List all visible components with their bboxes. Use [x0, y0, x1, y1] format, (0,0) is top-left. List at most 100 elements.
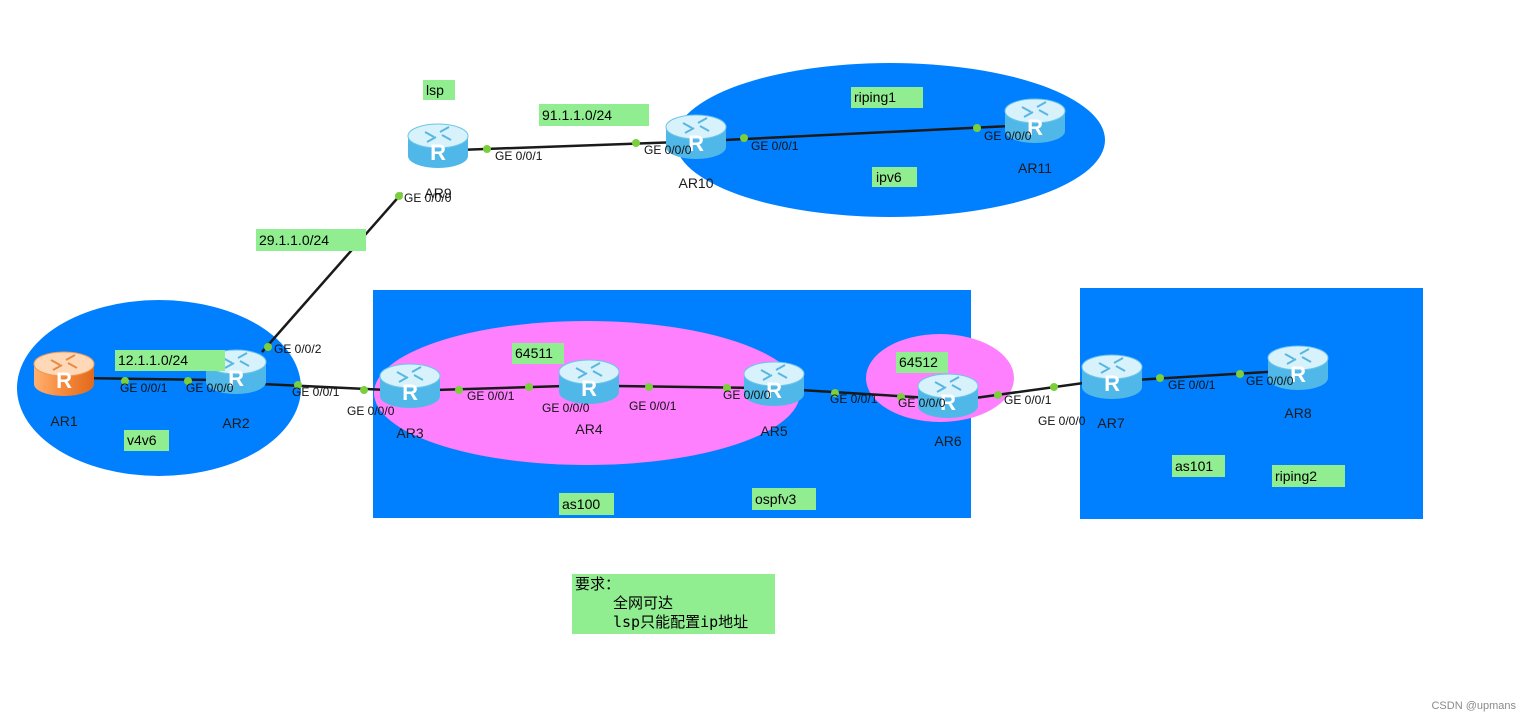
port-label-ar7-g000: GE 0/0/0 — [1038, 414, 1086, 428]
router-ar1[interactable] — [33, 351, 95, 397]
link-ar2-ar9 — [261, 192, 403, 353]
tag-ospfv3: ospfv3 — [755, 491, 796, 507]
tag-as101: as101 — [1175, 458, 1213, 474]
link-ar5-ar6 — [799, 388, 931, 400]
router-ar4[interactable] — [558, 359, 620, 405]
port-dot — [723, 384, 731, 392]
tag-bg — [124, 430, 169, 451]
port-label-ar4-g001: GE 0/0/1 — [629, 399, 677, 413]
area-as101 — [1080, 288, 1423, 519]
port-dot — [294, 381, 302, 389]
router-icon — [1081, 354, 1143, 400]
tag-bg — [1172, 455, 1225, 477]
link-ar9-ar10 — [457, 140, 681, 152]
port-label-ar2-g002: GE 0/0/2 — [274, 342, 322, 356]
port-label-ar5-g001: GE 0/0/1 — [830, 392, 878, 406]
tag-riping1: riping1 — [854, 89, 896, 105]
port-dot — [831, 389, 839, 397]
port-dot — [525, 383, 533, 391]
note-heading: 要求： — [575, 575, 621, 593]
port-dot — [1050, 383, 1058, 391]
port-label-ar2-g001: GE 0/0/1 — [292, 385, 340, 399]
port-dot — [1236, 370, 1244, 378]
tag-64512: 64512 — [899, 354, 938, 370]
router-name-ar11: AR11 — [1018, 160, 1052, 176]
tag-lsp: lsp — [426, 82, 444, 98]
router-ar3[interactable] — [379, 363, 441, 409]
tag-bg — [512, 343, 564, 364]
router-name-ar9: AR9 — [424, 185, 451, 201]
tag-bg — [851, 87, 923, 108]
requirements-note: 要求： 全网可达 lsp只能配置ip地址 — [572, 574, 775, 634]
port-dot — [645, 383, 653, 391]
port-dot — [740, 134, 748, 142]
port-dots — [121, 124, 1244, 401]
tag-bg — [115, 350, 225, 371]
port-label-ar3-g001: GE 0/0/1 — [467, 389, 515, 403]
port-label-ar8-g000: GE 0/0/0 — [1246, 374, 1294, 388]
port-label-ar6-g000: GE 0/0/0 — [898, 396, 946, 410]
tag-bg — [752, 488, 816, 510]
watermark: CSDN @upmans — [1431, 700, 1516, 712]
link-ar10-ar11 — [724, 124, 1011, 142]
port-label-ar10-g001: GE 0/0/1 — [751, 139, 799, 153]
tag-riping2: riping2 — [1275, 468, 1317, 484]
port-label-ar9-g000: GE 0/0/0 — [404, 191, 452, 205]
tag-subnet-91: 91.1.1.0/24 — [542, 107, 612, 123]
tag-bg — [872, 167, 917, 187]
router-name-ar2: AR2 — [222, 415, 249, 431]
router-icon-orange — [33, 351, 95, 397]
router-name-ar6: AR6 — [934, 433, 961, 449]
tag-64511: 64511 — [515, 345, 553, 361]
port-label-ar1-g001: GE 0/0/1 — [120, 381, 168, 395]
area-riping1-ipv6 — [675, 63, 1105, 217]
port-dot — [360, 386, 368, 394]
port-dot — [897, 393, 905, 401]
port-label-ar4-g000: GE 0/0/0 — [542, 401, 590, 415]
port-dot — [455, 386, 463, 394]
note-line-2: lsp只能配置ip地址 — [613, 613, 749, 631]
port-dot — [184, 377, 192, 385]
port-dot — [994, 391, 1002, 399]
port-label-ar3-g000: GE 0/0/0 — [347, 404, 395, 418]
area-v4v6 — [17, 300, 301, 476]
router-name-ar5: AR5 — [760, 423, 787, 439]
router-name-ar4: AR4 — [575, 421, 602, 437]
tag-bg — [256, 229, 366, 251]
port-label-ar2-g000: GE 0/0/0 — [186, 381, 234, 395]
tag-bg — [1272, 465, 1345, 487]
link-ar4-ar5 — [614, 384, 761, 390]
tag-v4v6: v4v6 — [127, 432, 157, 448]
port-label-ar11-g000: GE 0/0/0 — [984, 129, 1032, 143]
note-line-1: 全网可达 — [613, 594, 674, 612]
tag-bg — [423, 80, 455, 100]
router-name-ar1: AR1 — [50, 413, 77, 429]
port-dot — [121, 377, 129, 385]
port-label-ar7-g001: GE 0/0/1 — [1168, 378, 1216, 392]
tag-subnet-12: 12.1.1.0/24 — [118, 352, 188, 368]
router-ar7[interactable] — [1081, 354, 1143, 400]
tag-subnet-29: 29.1.1.0/24 — [259, 232, 329, 248]
port-dot — [483, 145, 491, 153]
port-dot — [973, 124, 981, 132]
router-name-ar7: AR7 — [1097, 415, 1124, 431]
router-icon — [407, 123, 469, 169]
link-ar1-ar2 — [79, 376, 216, 382]
port-label-ar9-g001: GE 0/0/1 — [495, 149, 543, 163]
tag-ipv6: ipv6 — [876, 169, 902, 185]
tag-bg — [539, 104, 649, 126]
router-name-ar10: AR10 — [678, 175, 713, 191]
router-ar9[interactable] — [407, 123, 469, 169]
port-label-ar6-g001: GE 0/0/1 — [1004, 393, 1052, 407]
port-label-ar5-g000: GE 0/0/0 — [723, 388, 771, 402]
tag-bg — [559, 493, 614, 515]
router-name-ar8: AR8 — [1284, 405, 1311, 421]
port-dot — [395, 192, 403, 200]
port-label-ar10-g000: GE 0/0/0 — [644, 143, 692, 157]
port-dot — [1156, 374, 1164, 382]
tag-as100: as100 — [562, 496, 600, 512]
router-icon — [558, 359, 620, 405]
tag-bg — [896, 352, 948, 373]
router-icon — [379, 363, 441, 409]
